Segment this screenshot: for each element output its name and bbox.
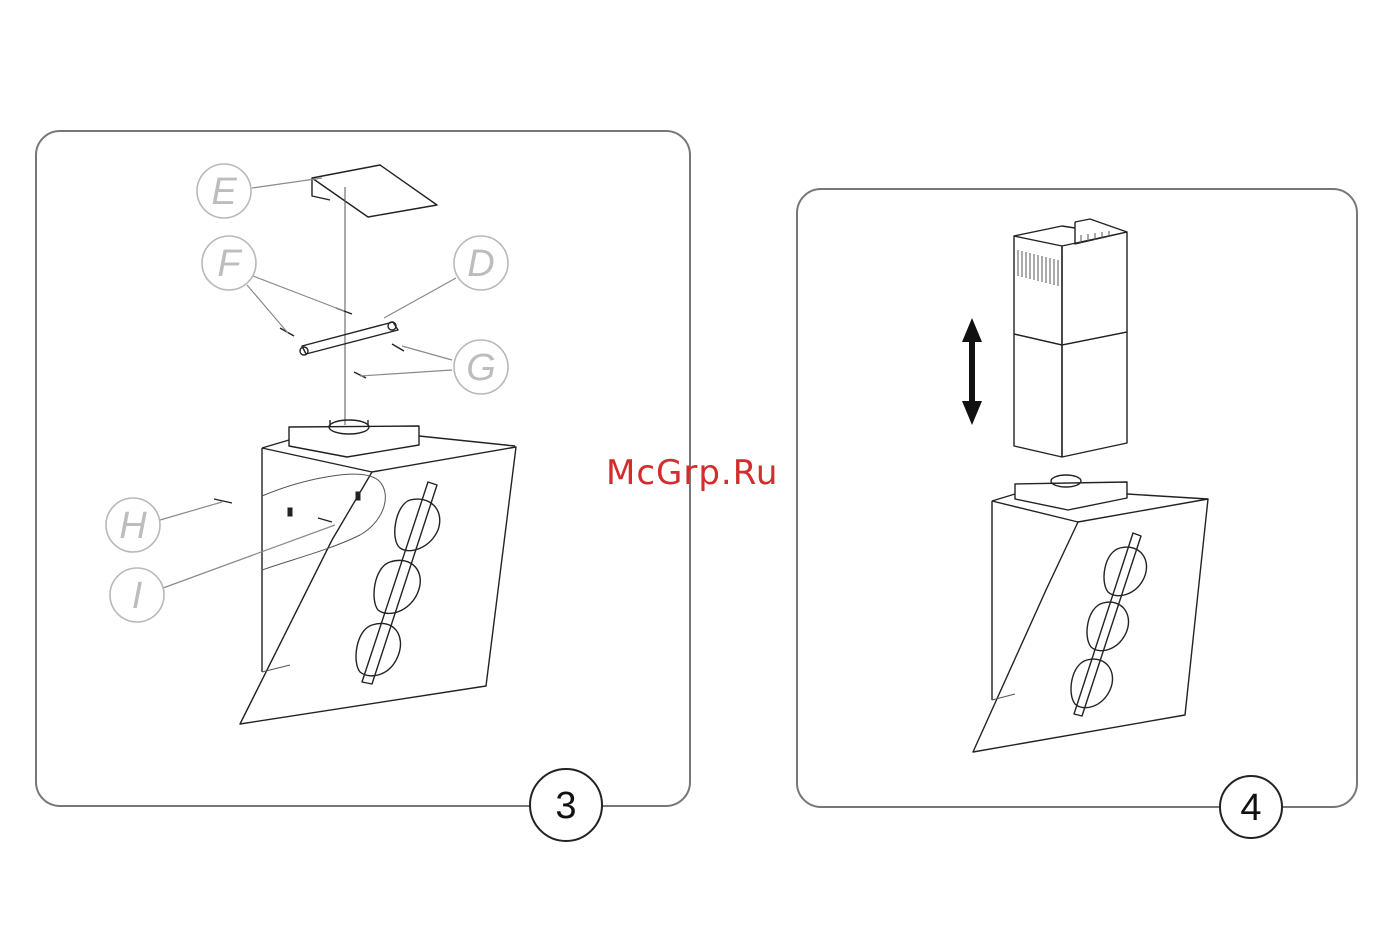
callout-i-label: I xyxy=(132,575,143,617)
panel-step-3: E F D G H I 3 xyxy=(36,131,690,841)
watermark-text: McGrp.Ru xyxy=(606,453,778,493)
callout-d: D xyxy=(454,236,508,290)
callout-g: G xyxy=(454,340,508,394)
callout-e-label: E xyxy=(211,171,237,213)
step-badge-3: 3 xyxy=(530,769,602,841)
step-number-3: 3 xyxy=(555,785,576,827)
callout-f: F xyxy=(202,236,256,290)
callout-e: E xyxy=(197,164,251,218)
callout-i: I xyxy=(110,568,164,622)
callout-d-label: D xyxy=(467,243,494,285)
step-badge-4: 4 xyxy=(1220,776,1282,838)
callout-g-label: G xyxy=(466,347,496,389)
step-number-4: 4 xyxy=(1240,787,1261,829)
callout-h-label: H xyxy=(119,505,147,547)
callout-h: H xyxy=(106,498,160,552)
panel-step-4: 4 xyxy=(797,189,1357,838)
callout-f-label: F xyxy=(217,243,242,285)
